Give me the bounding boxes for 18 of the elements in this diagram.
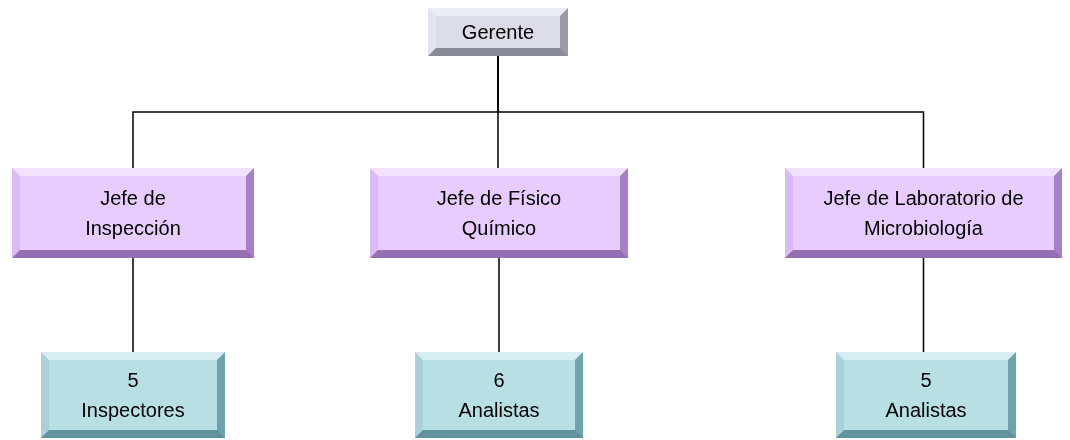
box-label: Jefe de Inspección	[84, 186, 182, 241]
connector-line	[497, 55, 925, 169]
staff-box	[41, 352, 225, 438]
role-box	[785, 168, 1062, 258]
staff-box	[836, 352, 1016, 438]
box-label: 6 Analistas	[457, 368, 541, 423]
box-label: 5 Analistas	[884, 368, 968, 423]
connector-line	[132, 257, 134, 353]
connector-line	[498, 257, 500, 353]
title-box	[428, 8, 568, 56]
connector-line	[922, 257, 925, 353]
box-label: Gerente	[460, 20, 536, 45]
box-label: 5 Inspectores	[80, 368, 186, 423]
staff-box	[415, 352, 583, 438]
role-box	[370, 168, 628, 258]
role-box	[12, 168, 254, 258]
box-label: Jefe de Laboratorio de Microbiología	[822, 186, 1025, 241]
box-label: Jefe de Físico Químico	[435, 186, 563, 241]
